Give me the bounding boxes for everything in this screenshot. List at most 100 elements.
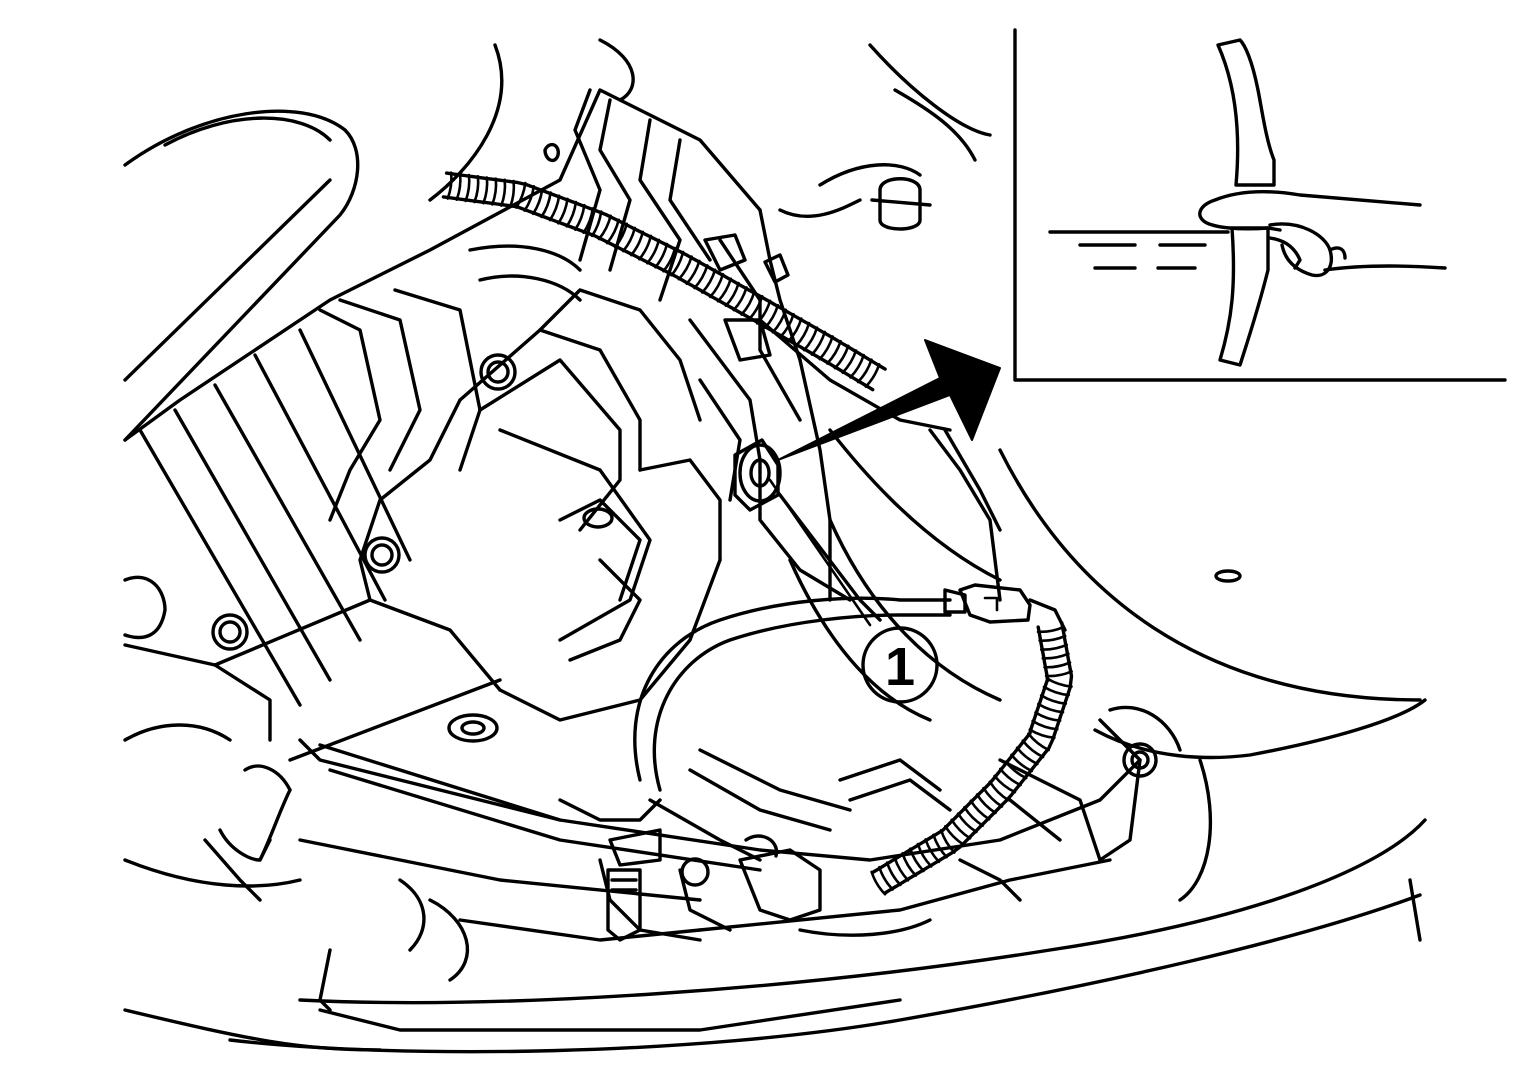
harness-rib	[662, 246, 677, 273]
harness-rib	[748, 295, 764, 321]
harness-rib	[878, 865, 894, 891]
harness-rib	[969, 799, 991, 821]
harness-rib	[794, 321, 811, 347]
harness-rib	[999, 767, 1022, 787]
harness-rib	[1036, 625, 1065, 634]
inset-detail-frame	[1013, 28, 1507, 382]
fluid-check-plug	[733, 428, 1002, 622]
harness-rib	[939, 828, 956, 854]
harness-rib	[1045, 677, 1073, 688]
harness-rib	[849, 353, 865, 379]
harness-rib	[916, 842, 933, 868]
harness-rib	[500, 178, 507, 207]
harness-rib	[885, 861, 902, 887]
harness-rib	[540, 191, 552, 219]
harness-rib	[557, 197, 569, 225]
harness-rib	[621, 226, 637, 253]
harness-rib	[1043, 661, 1072, 669]
detail-arrow	[777, 339, 1001, 461]
harness-rib	[732, 286, 748, 312]
callout-1: 1	[861, 626, 939, 704]
harness-rib	[1039, 694, 1068, 705]
harness-rib	[841, 349, 858, 374]
harness-rib	[464, 173, 471, 203]
harness-rib	[565, 200, 578, 228]
harness-rib	[864, 363, 881, 388]
harness-rib	[763, 303, 780, 330]
harness-rib	[963, 805, 985, 827]
harness-rib	[638, 234, 653, 261]
harness-rib	[523, 185, 536, 212]
harness-rib	[818, 335, 834, 361]
harness-rib	[901, 852, 918, 877]
harness-rib	[787, 317, 803, 343]
harness-clip	[703, 233, 790, 362]
wiring-harness-lower	[870, 621, 1074, 896]
harness-rib	[531, 188, 544, 216]
breather-cap	[870, 177, 932, 231]
harness-rib	[870, 870, 887, 896]
harness-rib	[755, 299, 772, 325]
harness-rib	[1015, 746, 1039, 766]
harness-rib	[582, 207, 595, 234]
harness-rib	[1037, 702, 1065, 714]
harness-rib	[1042, 685, 1070, 697]
housing-wall-section-lower	[1218, 226, 1270, 367]
harness-rib	[924, 838, 941, 864]
vehicle-body-outline	[123, 38, 1427, 1054]
harness-rib	[597, 214, 612, 241]
harness-rib	[670, 250, 685, 277]
harness-rib	[1039, 643, 1069, 651]
harness-rib	[548, 194, 561, 222]
harness-rib	[1041, 652, 1070, 660]
harness-connector	[943, 583, 1067, 632]
harness-rib	[693, 264, 709, 290]
harness-rib	[677, 255, 693, 281]
housing-wall-section-upper	[1216, 38, 1276, 187]
cooler-lines	[203, 596, 952, 1032]
harness-rib	[491, 177, 498, 206]
harness-rib	[446, 171, 453, 200]
harness-rib	[654, 242, 669, 269]
callout-1-label: 1	[885, 637, 915, 697]
harness-rib	[708, 272, 725, 299]
harness-rib	[982, 786, 1004, 808]
harness-rib	[1004, 760, 1028, 780]
harness-rib	[646, 238, 661, 265]
harness-rib	[482, 176, 489, 205]
harness-rib	[1031, 719, 1059, 731]
harness-rib	[950, 818, 972, 840]
harness-rib	[1010, 753, 1034, 773]
harness-rib	[613, 222, 628, 249]
harness-rib	[685, 259, 701, 285]
harness-rib	[810, 330, 827, 356]
harness-rib	[508, 179, 516, 209]
harness-rib	[975, 793, 997, 815]
harness-rib	[605, 218, 620, 245]
harness-rib	[956, 812, 978, 834]
harness-rib	[802, 326, 819, 352]
harness-rib	[455, 172, 462, 201]
harness-rib	[1038, 634, 1067, 642]
harness-rib	[514, 181, 527, 209]
harness-rib	[1028, 728, 1056, 740]
harness-rib	[988, 780, 1010, 802]
hand-icon	[1198, 190, 1447, 278]
harness-rib	[473, 175, 480, 204]
harness-rib	[1044, 670, 1073, 678]
harness-rib	[629, 230, 645, 257]
oil-pan	[298, 705, 1182, 982]
harness-rib	[1021, 739, 1045, 759]
transmission-housing	[123, 88, 1242, 762]
harness-rib	[724, 281, 740, 307]
harness-rib	[893, 856, 910, 882]
harness-rib	[740, 290, 756, 316]
harness-rib	[573, 203, 586, 231]
harness-rib	[825, 339, 842, 365]
harness-rib	[1027, 732, 1050, 752]
harness-rib	[944, 825, 965, 846]
inset-detail	[1048, 38, 1447, 367]
harness-rib	[779, 312, 795, 338]
harness-rib	[856, 358, 873, 384]
